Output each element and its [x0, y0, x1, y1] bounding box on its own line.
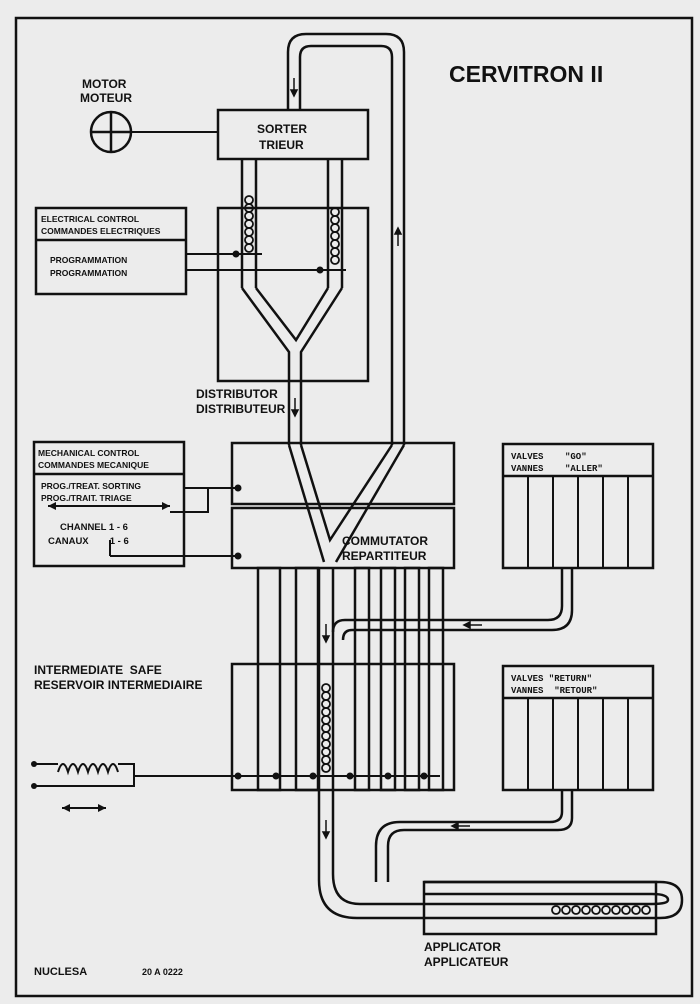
distributor-y-mid [255, 287, 330, 343]
frame-border [14, 16, 694, 998]
electrical-control-box [34, 206, 188, 296]
sorter-box [216, 108, 370, 161]
distributor-y-right [299, 287, 344, 445]
valves-go-label-fr: VANNES "ALLER" [511, 464, 603, 474]
title: CERVITRON II [449, 61, 603, 87]
valves-go-label-en: VALVES "GO" [511, 452, 587, 462]
footer-brand: NUCLESA [34, 966, 87, 978]
motor-label-en: MOTOR [82, 77, 127, 91]
return-loop-outer [286, 32, 406, 445]
reservoir-label-fr: RESERVOIR INTERMEDIAIRE [34, 678, 202, 692]
source-beads [244, 195, 651, 915]
sorter-label-fr: TRIEUR [259, 138, 304, 152]
electrical-control-subtitle: COMMANDES ELECTRIQUES [41, 226, 161, 236]
valves-return-label-en: VALVES "RETURN" [511, 674, 592, 684]
prog-treat-label: PROG./TREAT. SORTING [41, 481, 141, 491]
mechanical-control-title: MECHANICAL CONTROL [38, 448, 139, 458]
spring-symbol [57, 763, 119, 776]
applicator-tube-outer [317, 568, 684, 920]
programmation-label-1: PROGRAMMATION [50, 255, 127, 265]
footer-code: 20 A 0222 [142, 967, 183, 977]
reservoir-label-en: INTERMEDIATE SAFE [34, 663, 162, 677]
return-loop-inner [298, 44, 394, 445]
distributor-y-left [240, 287, 291, 445]
motor-label-fr: MOTEUR [80, 91, 132, 105]
channel-tubes [256, 566, 445, 792]
mechanical-control-subtitle: COMMANDES MECANIQUE [38, 460, 149, 470]
channel-label: CHANNEL 1 - 6 [60, 522, 128, 533]
valves-return-label-fr: VANNES "RETOUR" [511, 686, 597, 696]
commutator-box [230, 506, 456, 570]
commutator-upper-box [230, 441, 456, 506]
prog-trait-label: PROG./TRAIT. TRIAGE [41, 493, 132, 503]
commutator-label-fr: REPARTITEUR [342, 549, 427, 563]
applicator-tube-inner [331, 568, 670, 906]
programmation-label-2: PROGRAMMATION [50, 268, 127, 278]
commutator-label-en: COMMUTATOR [342, 534, 428, 548]
applicator-box [422, 880, 658, 936]
mechanical-control-box [32, 440, 186, 568]
reservoir-box [230, 662, 456, 792]
distributor-label-fr: DISTRIBUTEUR [196, 402, 286, 416]
sorter-label-en: SORTER [257, 122, 307, 136]
canaux-label: CANAUX 1 - 6 [48, 536, 129, 547]
distributor-label-en: DISTRIBUTOR [196, 387, 278, 401]
electrical-control-title: ELECTRICAL CONTROL [41, 214, 139, 224]
applicator-label-en: APPLICATOR [424, 940, 501, 954]
applicator-label-fr: APPLICATEUR [424, 955, 509, 969]
distributor-box [216, 206, 370, 383]
